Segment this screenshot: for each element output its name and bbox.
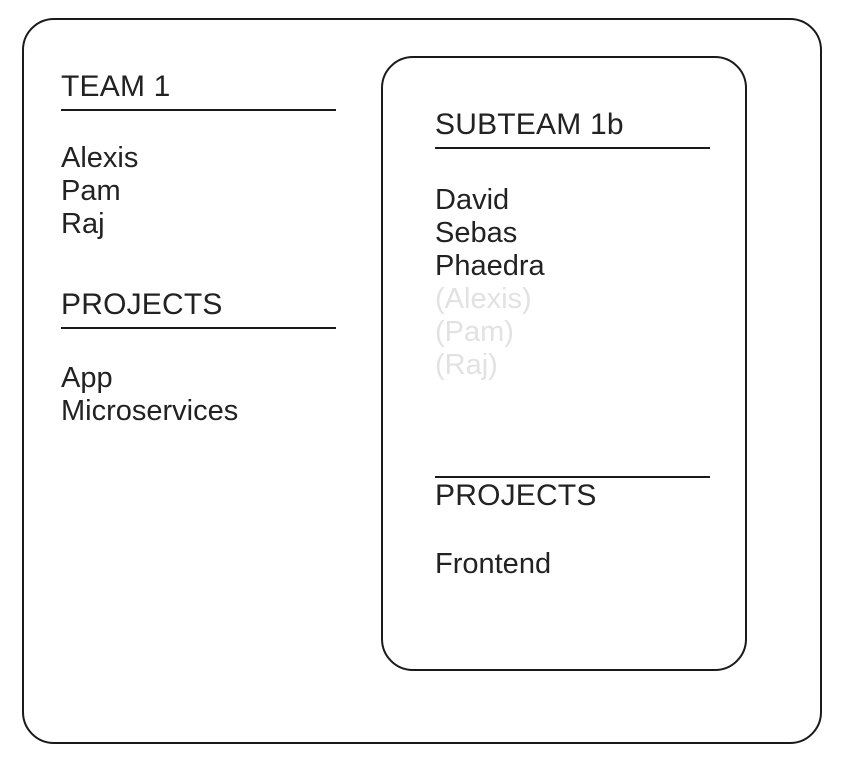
team-projects-heading-group: PROJECTS xyxy=(61,288,336,329)
subteam-container-box xyxy=(381,56,747,671)
subteam-projects-heading: PROJECTS xyxy=(435,479,597,512)
list-item: Raj xyxy=(61,208,105,240)
subteam-member-list: David Sebas Phaedra (Alexis) (Pam) (Raj) xyxy=(435,184,545,382)
list-item: Microservices xyxy=(61,395,239,427)
list-item-inherited: (Pam) xyxy=(435,316,514,348)
list-item: App xyxy=(61,362,113,394)
team-projects-heading-rule xyxy=(61,327,336,329)
list-item: Alexis xyxy=(61,142,139,174)
subteam-projects-heading-group: PROJECTS xyxy=(435,476,710,513)
list-item-inherited: (Alexis) xyxy=(435,283,532,315)
subteam-projects-heading-rule xyxy=(435,476,710,478)
subteam-heading-group: SUBTEAM 1b xyxy=(435,108,710,149)
list-item: Pam xyxy=(61,175,121,207)
team-heading-rule xyxy=(61,109,336,111)
list-item: Sebas xyxy=(435,217,518,249)
team-heading: TEAM 1 xyxy=(61,70,171,103)
list-item-inherited: (Raj) xyxy=(435,349,498,381)
team-project-list: App Microservices xyxy=(61,362,238,428)
team-member-list: Alexis Pam Raj xyxy=(61,142,138,241)
team-projects-heading: PROJECTS xyxy=(61,288,223,321)
subteam-heading: SUBTEAM 1b xyxy=(435,108,624,141)
list-item: Phaedra xyxy=(435,250,545,282)
list-item: Frontend xyxy=(435,548,552,580)
subteam-project-list: Frontend xyxy=(435,548,551,581)
list-item: David xyxy=(435,184,510,216)
team-heading-group: TEAM 1 xyxy=(61,70,336,111)
subteam-heading-rule xyxy=(435,147,710,149)
